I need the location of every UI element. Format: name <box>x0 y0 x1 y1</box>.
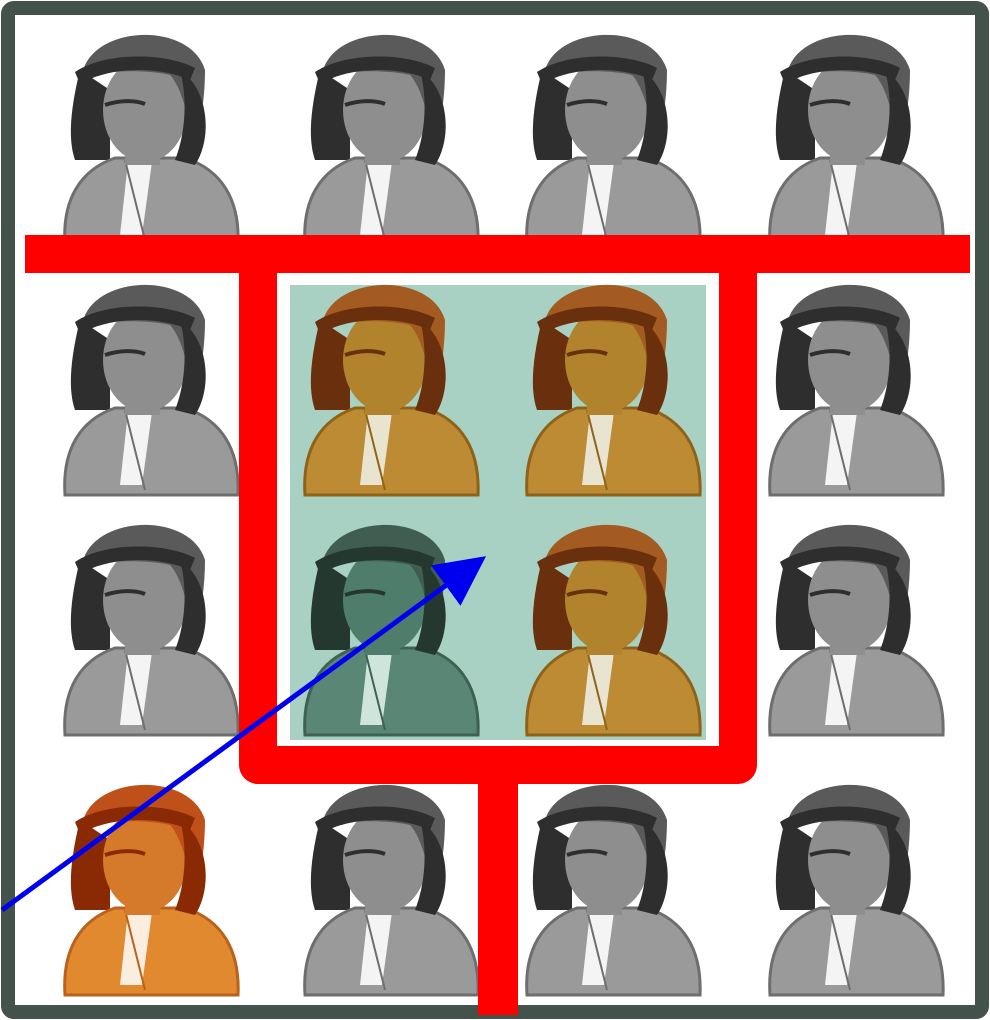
gray-person-icon <box>768 284 945 497</box>
gray-person-icon <box>768 784 945 997</box>
gray-person-icon <box>63 284 240 497</box>
orange-person-icon <box>63 784 240 997</box>
gold-person-icon <box>525 284 702 497</box>
vertical-stem-line <box>478 765 518 1015</box>
gold-person-icon <box>525 524 702 737</box>
gold-person-icon <box>303 284 480 497</box>
gray-person-icon <box>63 34 240 247</box>
horizontal-divider-line <box>25 235 970 273</box>
gray-person-icon <box>303 784 480 997</box>
gray-person-icon <box>63 524 240 737</box>
gray-person-icon <box>768 524 945 737</box>
pointer-arrow <box>0 556 487 913</box>
gray-person-icon <box>525 34 702 247</box>
green-person-icon <box>303 524 480 737</box>
gray-person-icon <box>303 34 480 247</box>
gray-person-icon <box>768 34 945 247</box>
gray-person-icon <box>525 784 702 997</box>
